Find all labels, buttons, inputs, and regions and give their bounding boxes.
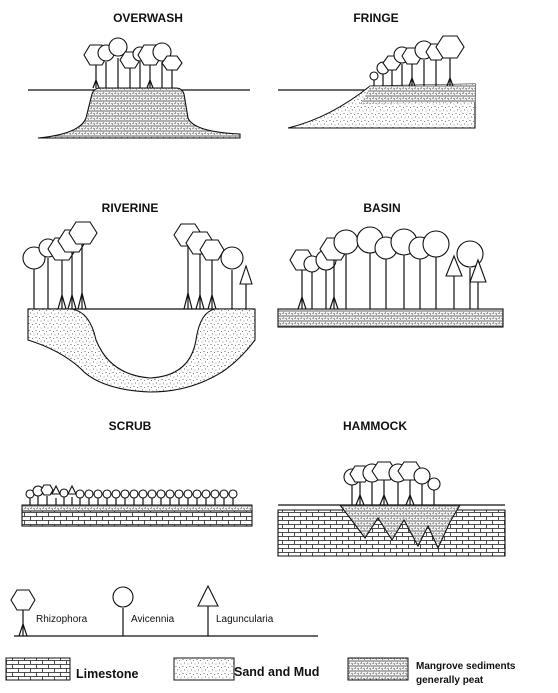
limestone-legend-label: Limestone xyxy=(76,667,139,681)
overwash-sediment-mound xyxy=(38,88,240,138)
laguncularia-legend-label: Laguncularia xyxy=(216,614,274,625)
laguncularia-legend-symbol xyxy=(198,586,218,636)
species-legend: Rhizophora Avicennia Laguncularia xyxy=(11,586,318,636)
scrub-trees xyxy=(26,485,237,505)
avicennia-legend-label: Avicennia xyxy=(131,614,175,625)
panel-title-fringe: FRINGE xyxy=(353,11,398,25)
scrub-sediment-layer xyxy=(22,505,252,511)
limestone-legend-swatch xyxy=(6,658,70,680)
basin-trees xyxy=(290,227,486,309)
rhizophora-legend-symbol xyxy=(11,590,35,636)
sand-mud-legend-label: Sand and Mud xyxy=(234,665,319,679)
hammock-panel xyxy=(278,462,505,556)
panel-title-basin: BASIN xyxy=(363,201,400,215)
sand-mud-legend-swatch xyxy=(174,658,234,680)
substrate-legend: Limestone Sand and Mud Mangrove sediment… xyxy=(6,658,516,686)
overwash-panel xyxy=(28,38,250,138)
riverine-left-trees xyxy=(23,222,97,309)
basin-panel xyxy=(278,227,503,327)
rhizophora-legend-label: Rhizophora xyxy=(36,614,88,625)
sediments-legend-swatch xyxy=(348,658,408,680)
sediments-legend-label-line2: generally peat xyxy=(416,675,484,686)
riverine-right-trees xyxy=(174,224,252,309)
riverine-panel xyxy=(23,222,255,392)
panel-title-overwash: OVERWASH xyxy=(113,11,183,25)
scrub-limestone-layer xyxy=(22,509,252,526)
hammock-trees xyxy=(344,462,440,505)
fringe-panel xyxy=(278,36,475,128)
panel-title-scrub: SCRUB xyxy=(109,419,152,433)
panel-title-hammock: HAMMOCK xyxy=(343,419,407,433)
basin-sediment-layer xyxy=(278,309,503,327)
avicennia-legend-symbol xyxy=(113,587,133,636)
scrub-panel xyxy=(22,485,252,526)
panel-title-riverine: RIVERINE xyxy=(102,201,159,215)
fringe-trees xyxy=(370,36,464,86)
sediments-legend-label-line1: Mangrove sediments xyxy=(416,661,516,672)
overwash-trees xyxy=(84,38,182,88)
riverine-channel-banks xyxy=(28,309,255,392)
